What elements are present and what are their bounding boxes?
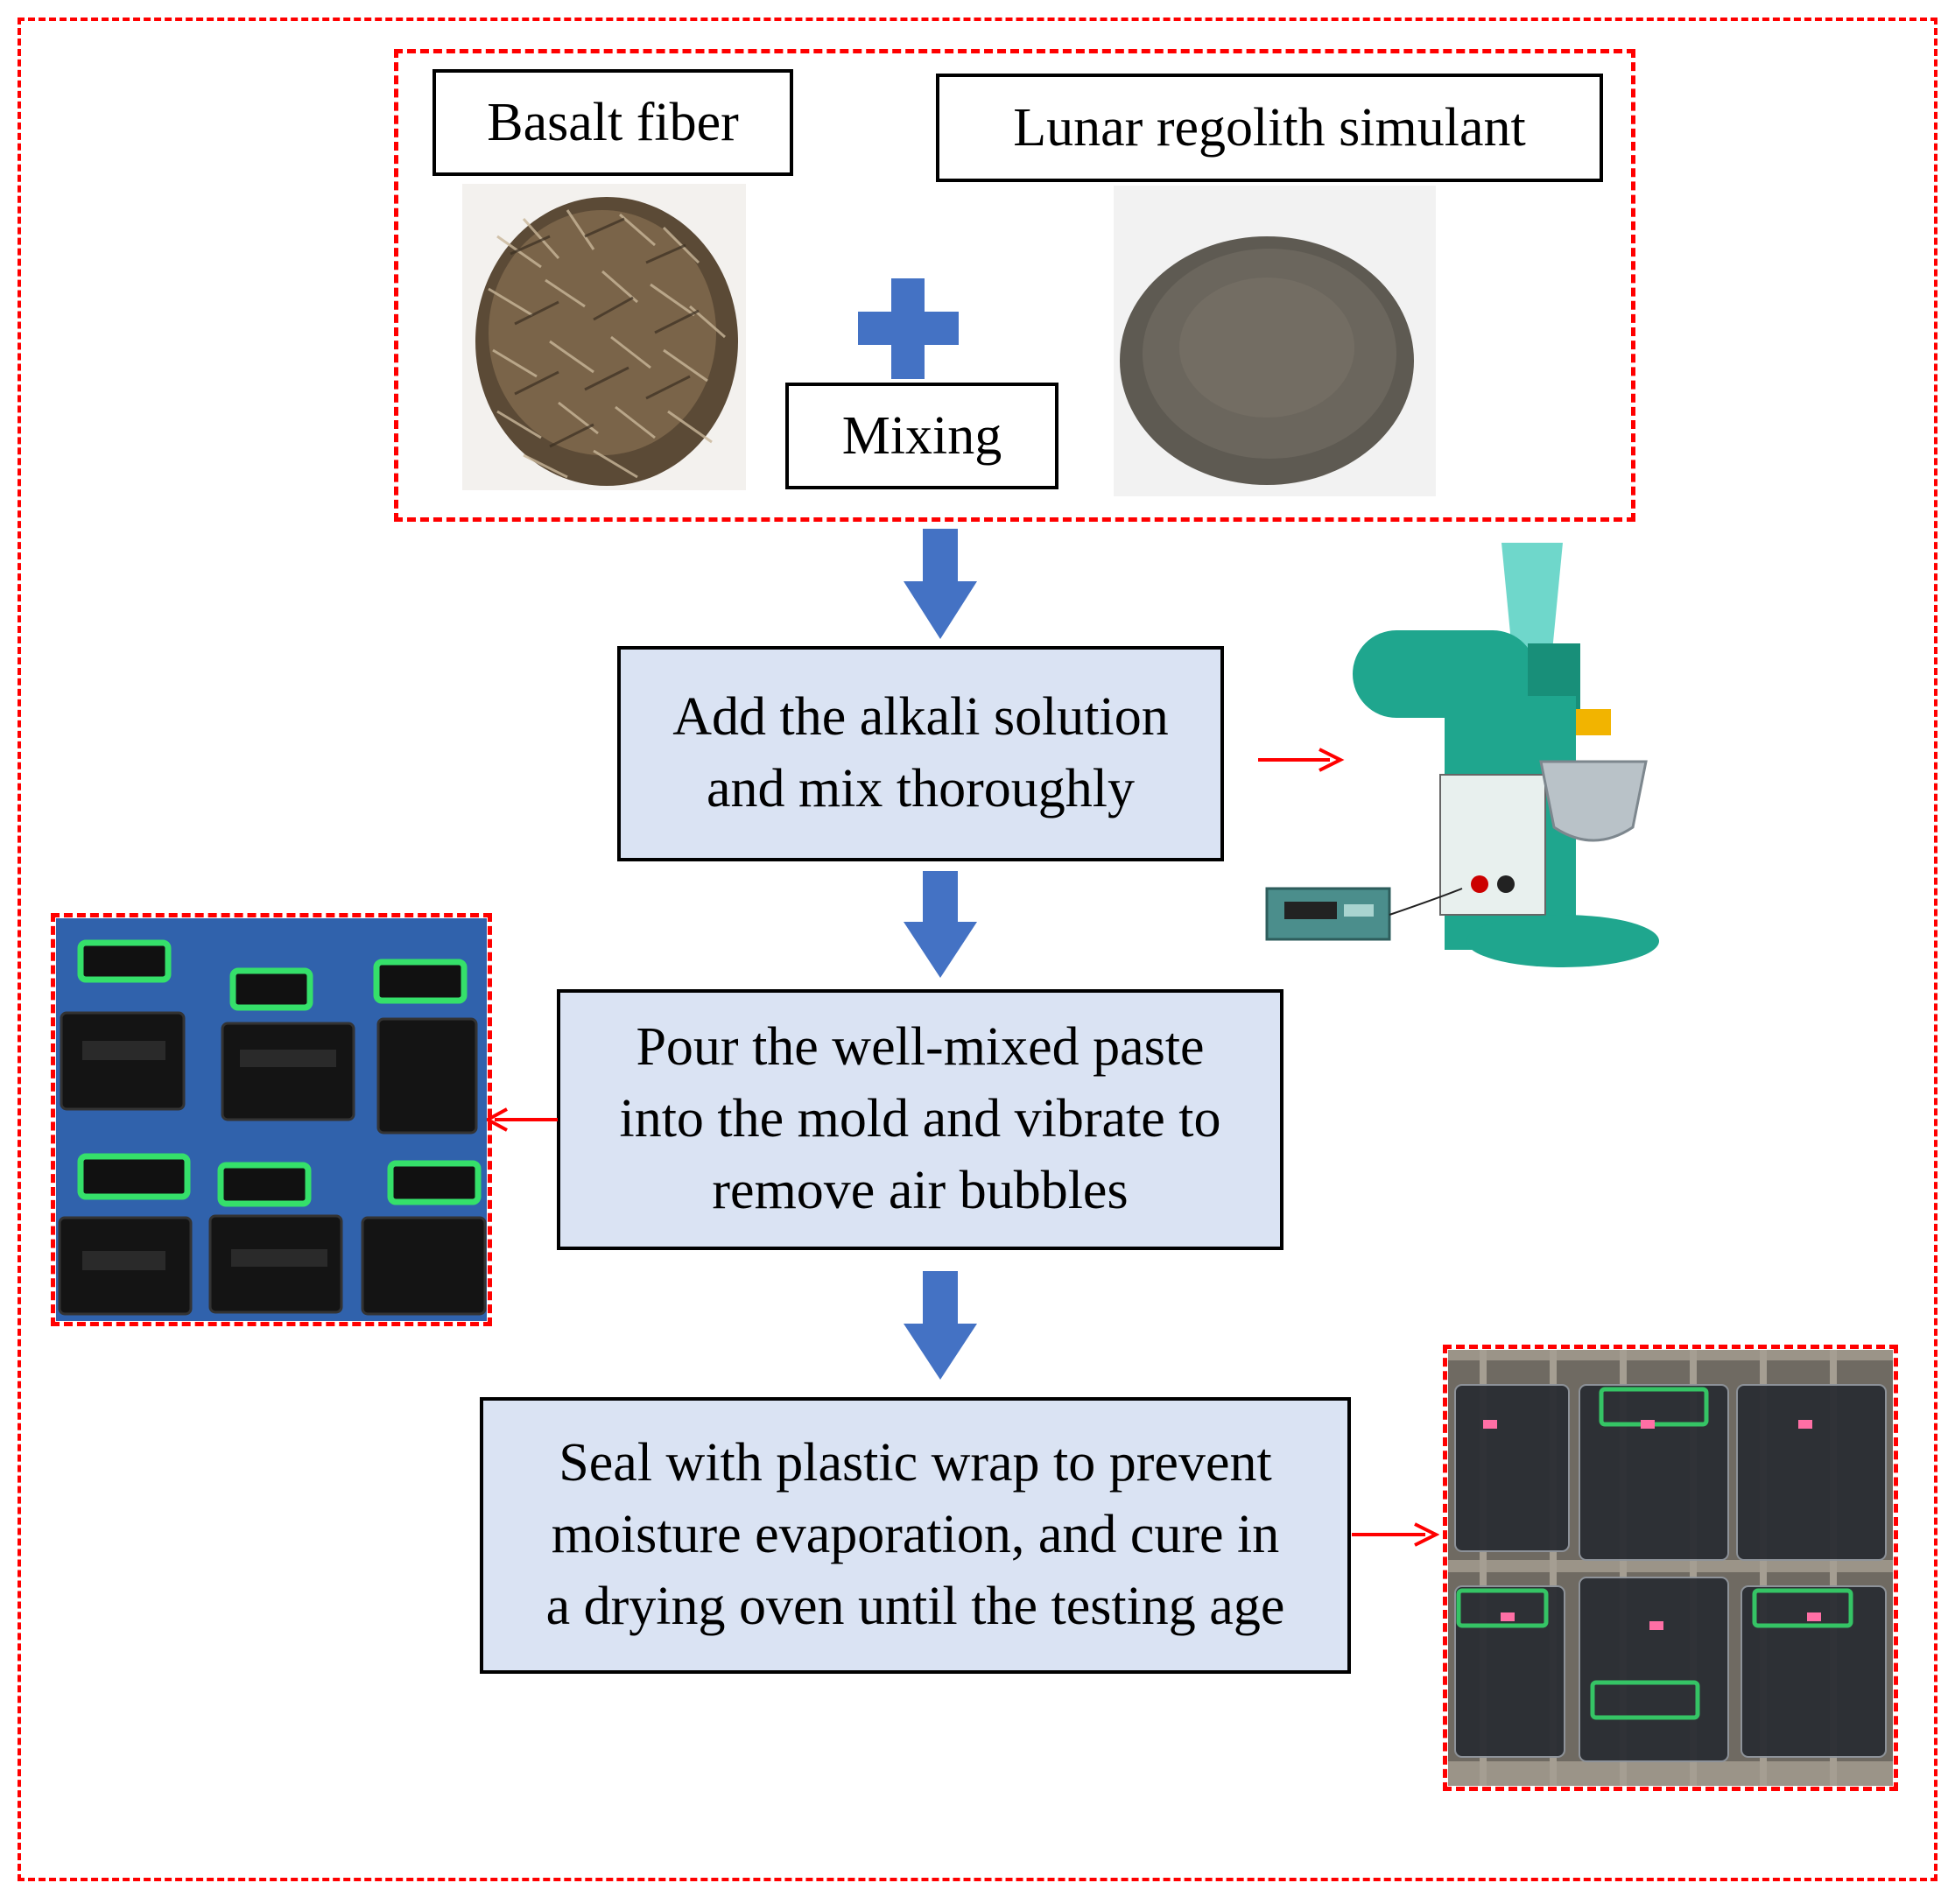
- step-seal-cure-text: Seal with plastic wrap to prevent moistu…: [545, 1433, 1285, 1636]
- step-seal-cure: Seal with plastic wrap to prevent moistu…: [480, 1397, 1351, 1674]
- molds-photo-frame: [51, 913, 492, 1326]
- molds-photo: [56, 918, 487, 1321]
- curing-oven-photo: [1448, 1350, 1893, 1786]
- step-pour-mold: Pour the well-mixed paste into the mold …: [557, 989, 1283, 1250]
- down-arrow-icon: [904, 529, 977, 639]
- mortar-mixer-photo: [1265, 543, 1659, 967]
- materials-group-frame: [394, 49, 1635, 522]
- left-arrow-icon: [486, 1107, 558, 1132]
- basalt-fiber-photo: [462, 184, 746, 490]
- step-add-alkali: Add the alkali solution and mix thorough…: [617, 646, 1224, 861]
- down-arrow-icon: [904, 1271, 977, 1380]
- plus-icon: [858, 278, 959, 379]
- outer-frame: [18, 18, 1937, 1881]
- right-arrow-icon: [1258, 748, 1345, 772]
- lunar-regolith-photo: [1114, 186, 1436, 496]
- step-pour-mold-text: Pour the well-mixed paste into the mold …: [619, 1017, 1221, 1220]
- step-add-alkali-text: Add the alkali solution and mix thorough…: [672, 687, 1169, 819]
- lunar-regolith-label: Lunar regolith simulant: [936, 74, 1603, 182]
- oven-photo-frame: [1443, 1345, 1898, 1791]
- basalt-fiber-label: Basalt fiber: [432, 69, 793, 176]
- down-arrow-icon: [904, 871, 977, 978]
- mixing-label: Mixing: [785, 383, 1058, 489]
- right-arrow-icon: [1352, 1522, 1439, 1547]
